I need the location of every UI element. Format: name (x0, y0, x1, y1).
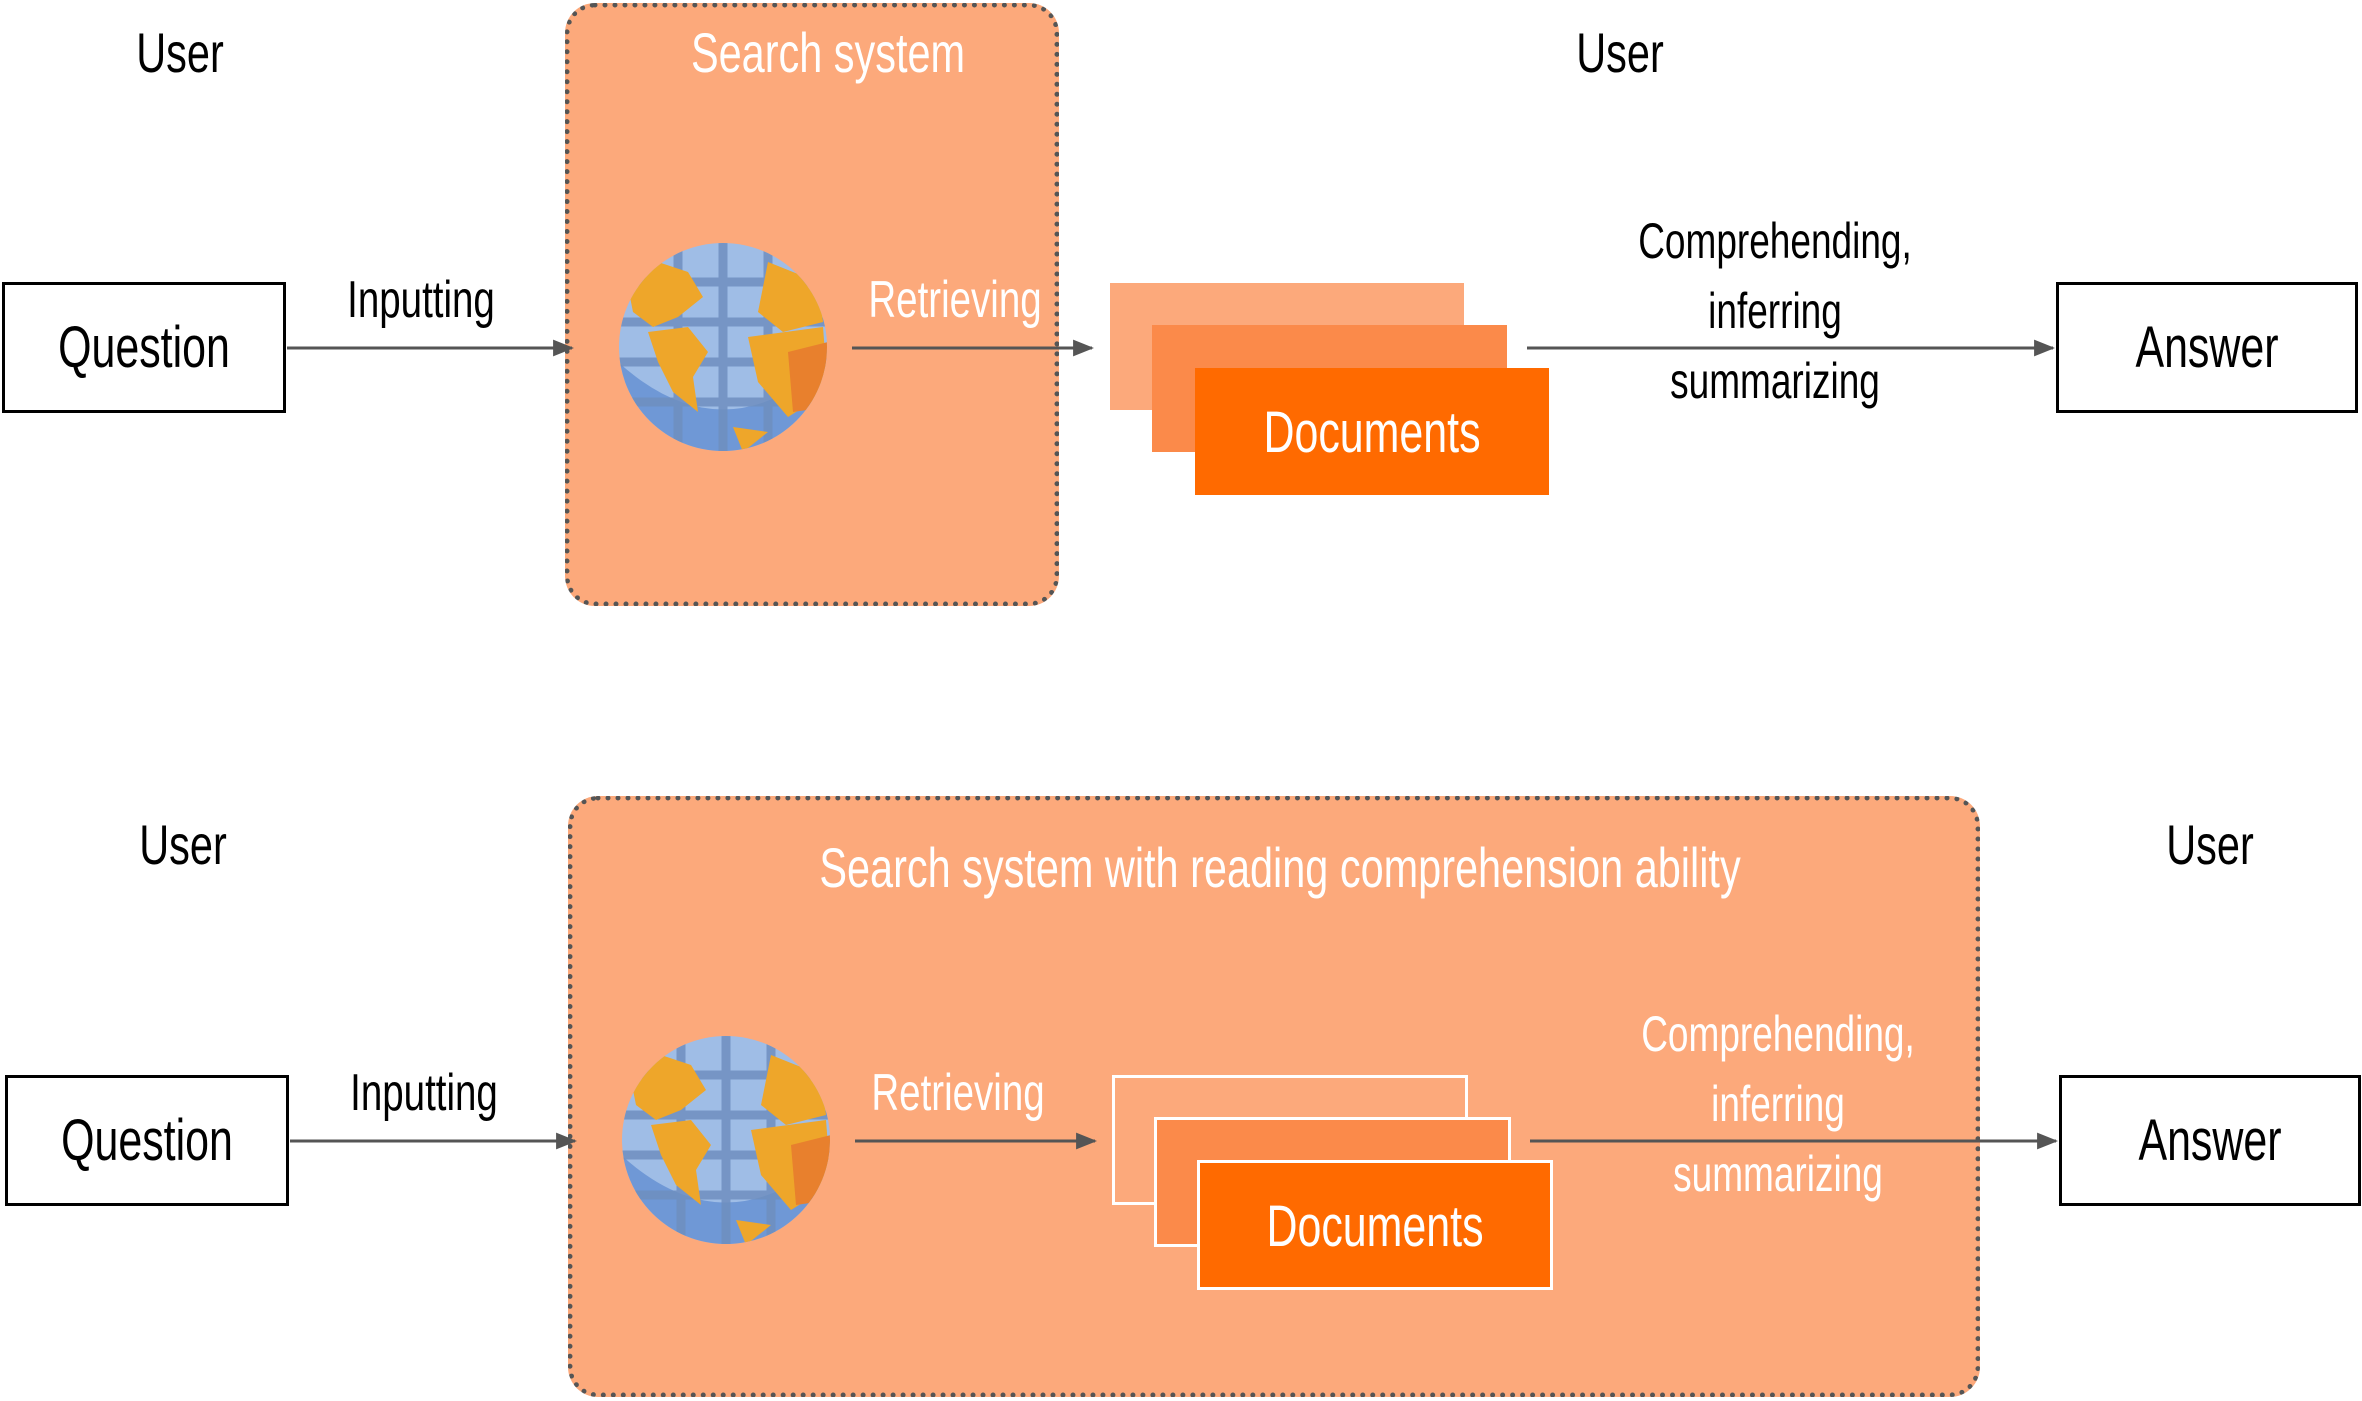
process-line-3-top: summarizing (1670, 353, 1880, 409)
process-line-2-bottom: inferring (1711, 1076, 1845, 1132)
question-box-top (2, 282, 286, 413)
inputting-label-bottom: Inputting (350, 1064, 498, 1122)
process-line-3-bottom: summarizing (1673, 1146, 1883, 1202)
system-title-bottom: Search system with reading comprehension… (819, 836, 1741, 899)
document-sheet-front-bottom (1197, 1160, 1553, 1290)
user-label-top-left: User (136, 21, 224, 84)
documents-label-bottom: Documents (1266, 1194, 1484, 1259)
answer-box-top (2056, 282, 2358, 413)
retrieving-label-bottom: Retrieving (871, 1064, 1045, 1122)
process-line-1-bottom: Comprehending, (1641, 1006, 1915, 1062)
answer-box-bottom (2059, 1075, 2361, 1206)
user-label-bottom-left: User (139, 813, 227, 876)
question-box-bottom (5, 1075, 289, 1206)
question-label-top: Question (58, 315, 230, 380)
question-label-bottom: Question (61, 1108, 233, 1173)
inputting-label-top: Inputting (347, 271, 495, 329)
process-label-bottom: Comprehending, inferring summarizing (1641, 999, 1915, 1209)
retrieving-label-top: Retrieving (868, 271, 1042, 329)
document-sheet-front-top (1195, 368, 1549, 495)
process-label-top: Comprehending, inferring summarizing (1638, 206, 1912, 416)
documents-label-top: Documents (1263, 400, 1481, 465)
process-line-1-top: Comprehending, (1638, 213, 1912, 269)
process-line-2-top: inferring (1708, 283, 1842, 339)
user-label-bottom-right: User (2166, 813, 2254, 876)
answer-label-top: Answer (2135, 315, 2279, 380)
answer-label-bottom: Answer (2138, 1108, 2282, 1173)
user-label-top-right: User (1576, 21, 1664, 84)
system-title-top: Search system (690, 21, 966, 84)
